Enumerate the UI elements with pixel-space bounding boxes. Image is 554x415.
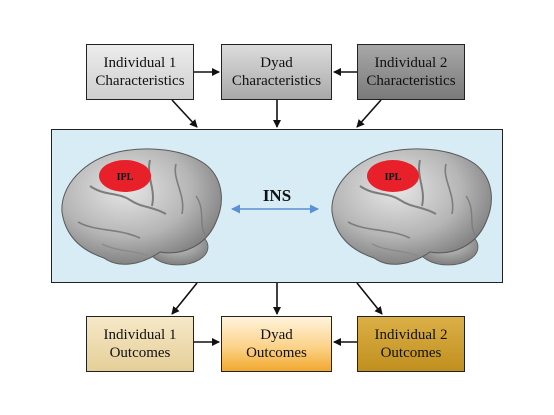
individual1-characteristics-box: Individual 1 Characteristics [86, 44, 194, 100]
arrow-ind1-char-to-panel [171, 99, 198, 128]
right-ipl-label: IPL [385, 172, 402, 183]
left-ipl-region-icon [99, 160, 151, 192]
right-ipl-region-icon [367, 160, 419, 192]
left-ipl-label: IPL [117, 172, 134, 183]
arrow-ind2-char-to-panel [356, 99, 382, 128]
ins-label: INS [262, 186, 292, 205]
right-brain-icon: IPL [331, 148, 492, 266]
individual2-outcomes-box: Individual 2 Outcomes [357, 316, 465, 372]
arrow-panel-to-ind2-out [356, 282, 383, 315]
left-brain-icon: IPL [61, 148, 222, 266]
dyad-characteristics-box: Dyad Characteristics [221, 44, 332, 100]
individual2-characteristics-box: Individual 2 Characteristics [357, 44, 465, 100]
dyad-outcomes-box: Dyad Outcomes [221, 316, 332, 372]
arrow-panel-to-ind1-out [171, 282, 198, 315]
individual1-outcomes-box: Individual 1 Outcomes [86, 316, 194, 372]
